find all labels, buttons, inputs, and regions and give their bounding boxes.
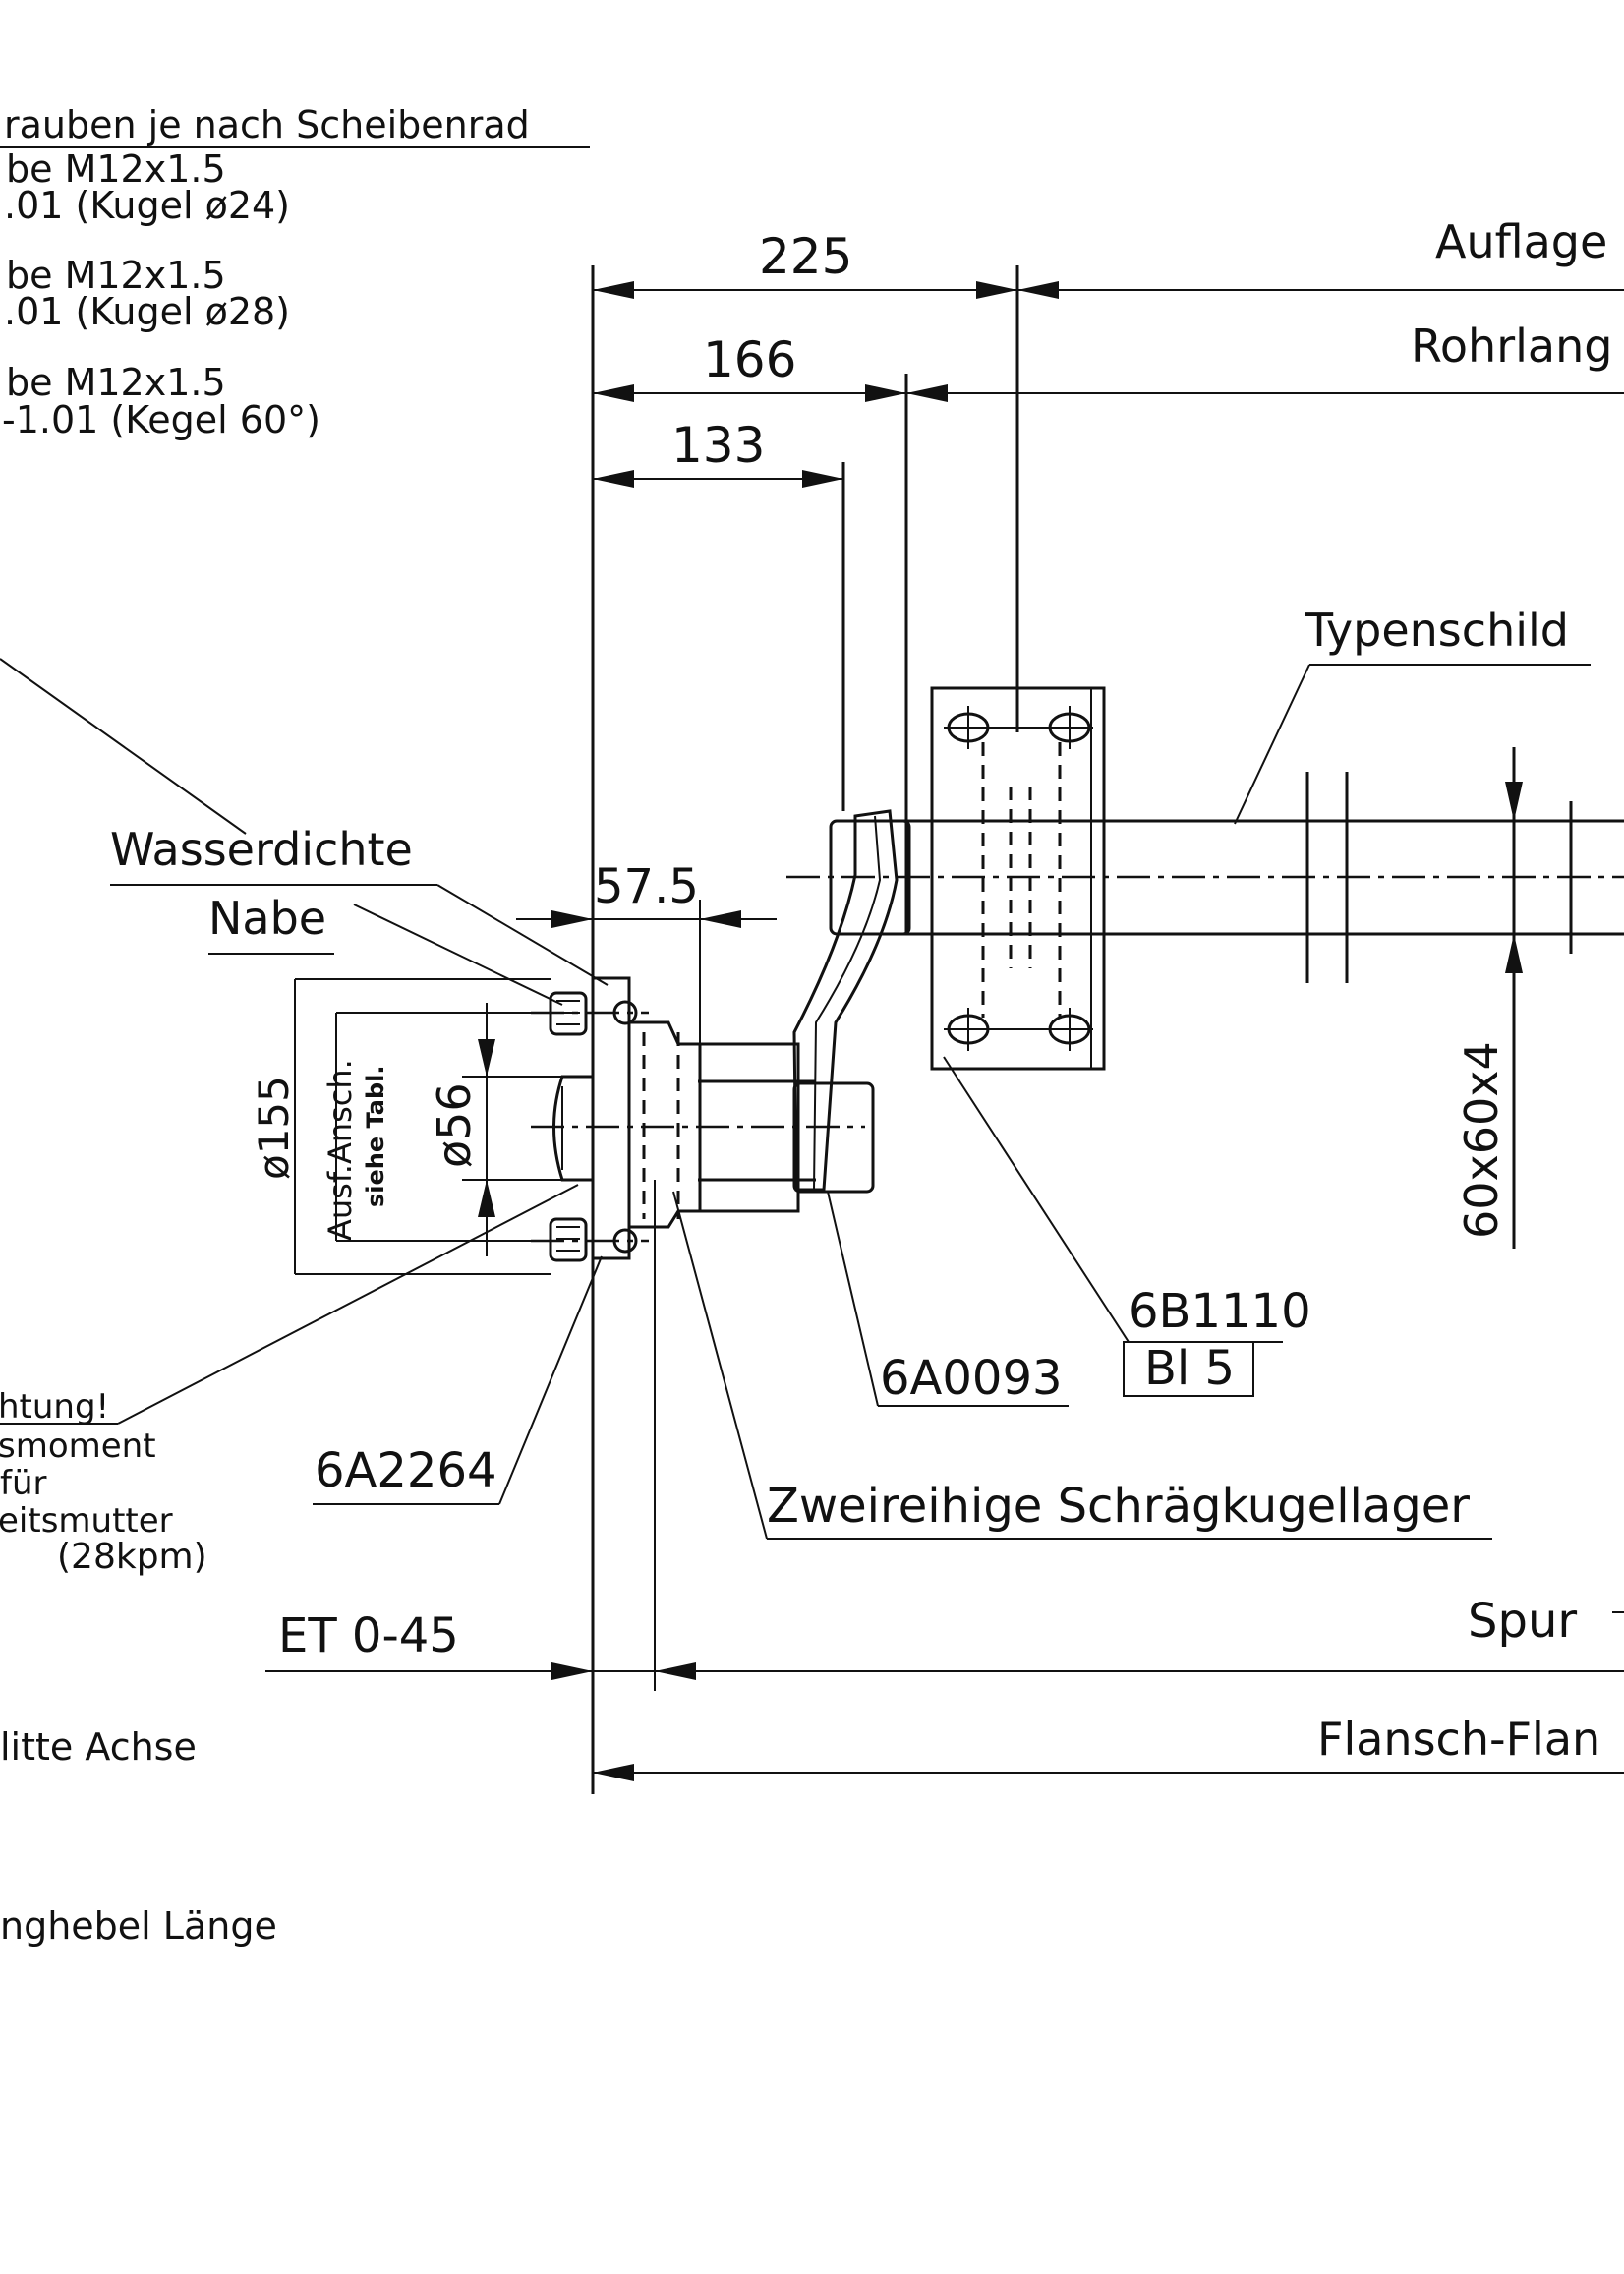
dimension-225-label: 225 xyxy=(759,228,852,285)
dia56-label: ø56 xyxy=(428,1082,481,1168)
part-6b1110-callout: 6B1110 Bl 5 xyxy=(943,1056,1311,1397)
flansch-label: Flansch-Flan xyxy=(1317,1713,1600,1766)
warning-line-1: htung! xyxy=(0,1387,109,1427)
nabe-callout: Nabe xyxy=(208,892,563,1006)
siehe-tabl-label: siehe Tabl. xyxy=(362,1065,389,1207)
dimension-133: 133 xyxy=(593,417,845,811)
warning-line-5: (28kpm) xyxy=(57,1537,207,1577)
stub-axle xyxy=(531,976,865,1260)
part-6b1110-label: 6B1110 xyxy=(1129,1284,1311,1339)
dimension-133-label: 133 xyxy=(671,417,765,474)
schwinghebel-label: nghebel Länge xyxy=(0,1904,277,1948)
rohrlange-label: Rohrlang xyxy=(1411,320,1612,373)
warning-line-3: für xyxy=(0,1464,47,1503)
dia155-label: ø155 xyxy=(250,1076,298,1180)
bearing-callout: Zweireihige Schrägkugellager xyxy=(672,1191,1492,1540)
dimension-225: 225 Auflage xyxy=(593,215,1624,732)
part-6a0093-label: 6A0093 xyxy=(880,1351,1063,1406)
warning-line-4: eitsmutter xyxy=(0,1501,173,1541)
hub-cap xyxy=(552,1075,593,1182)
bl5-label: Bl 5 xyxy=(1144,1341,1235,1396)
flange-dimension: Flansch-Flan xyxy=(593,1713,1624,1781)
wasserdichte-callout: Wasserdichte xyxy=(0,658,609,986)
typenschild-callout: Typenschild xyxy=(1234,604,1591,825)
ausf-ansch-label: Ausf.Ansch. xyxy=(321,1059,359,1241)
note-heading: rauben je nach Scheibenrad xyxy=(4,103,530,146)
mitte-achse-label: litte Achse xyxy=(0,1725,197,1769)
et-label: ET 0-45 xyxy=(278,1608,459,1663)
spur-label: Spur xyxy=(1468,1594,1577,1649)
part-6a2264-callout: 6A2264 xyxy=(313,1255,603,1505)
note-line-7: -1.01 (Kegel 60°) xyxy=(2,398,320,441)
plate-bolt-holes xyxy=(944,706,1093,1051)
dimension-dia155: ø155 xyxy=(250,978,551,1275)
dimension-57-5: 57.5 xyxy=(516,859,777,1044)
part-6a0093-callout: 6A0093 xyxy=(827,1191,1069,1407)
mounting-plate xyxy=(930,686,1106,1071)
offset-et-dimension: ET 0-45 Spur xyxy=(265,1594,1624,1680)
auflage-label: Auflage xyxy=(1435,215,1607,268)
note-line-6: be M12x1.5 xyxy=(6,361,226,404)
bearing-label: Zweireihige Schrägkugellager xyxy=(767,1479,1470,1534)
part-6a2264-label: 6A2264 xyxy=(315,1443,497,1498)
note-line-2: be M12x1.5 xyxy=(6,147,226,191)
wasserdichte-label: Wasserdichte xyxy=(110,823,413,876)
axle-tube xyxy=(786,747,1624,1249)
nabe-label: Nabe xyxy=(208,892,326,945)
dimension-166: 166 Rohrlang xyxy=(593,320,1624,934)
dimension-dia56: ø56 xyxy=(428,1003,562,1256)
note-line-5: .01 (Kugel ø28) xyxy=(4,290,290,333)
typenschild-label: Typenschild xyxy=(1305,604,1569,657)
dimension-166-label: 166 xyxy=(703,331,796,388)
torque-warning-note: htung! smoment für eitsmutter (28kpm) xyxy=(0,1184,579,1577)
dimension-57-5-label: 57.5 xyxy=(594,859,699,914)
swing-arm xyxy=(792,809,911,1194)
profile-dimension-label: 60x60x4 xyxy=(1455,1041,1508,1239)
bolt-circle-reference: Ausf.Ansch. siehe Tabl. xyxy=(321,1012,551,1242)
note-line-4: be M12x1.5 xyxy=(6,254,226,297)
warning-line-2: smoment xyxy=(0,1427,156,1466)
bolt-notes: rauben je nach Scheibenrad be M12x1.5 .0… xyxy=(0,103,590,441)
note-line-3: .01 (Kugel ø24) xyxy=(4,184,290,227)
